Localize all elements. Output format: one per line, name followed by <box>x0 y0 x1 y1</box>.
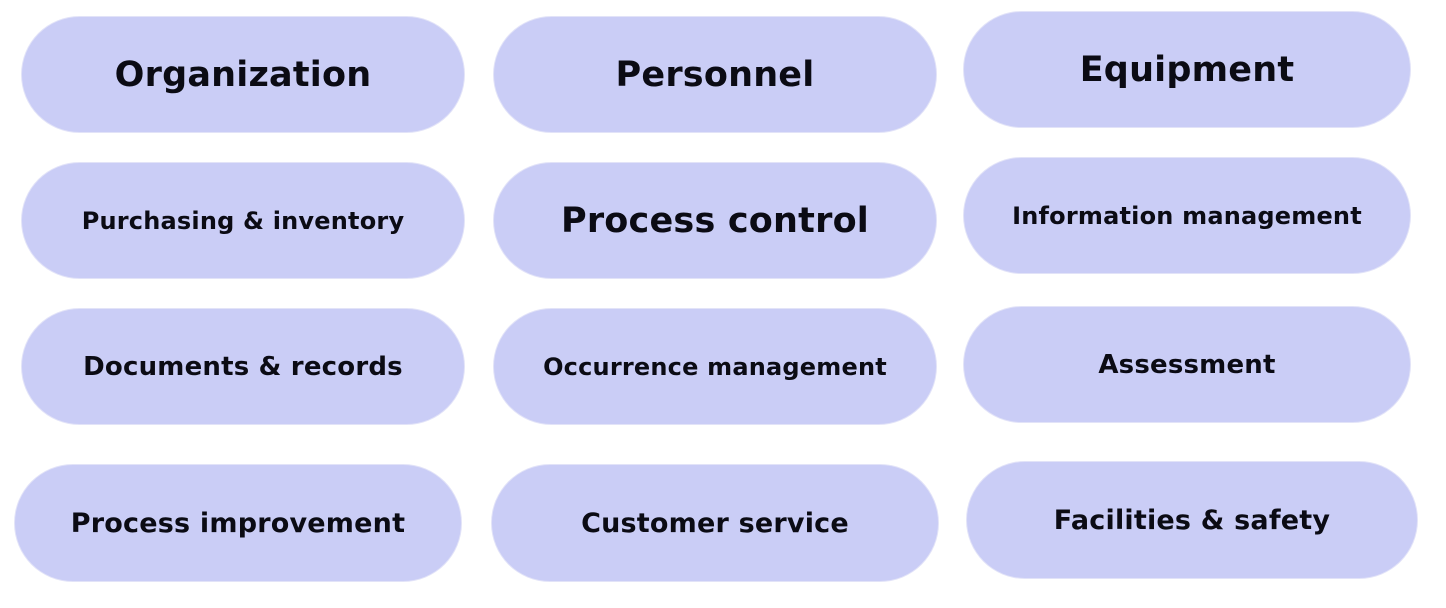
personnel-pill[interactable]: Personnel <box>494 17 936 132</box>
information-management-label: Information management <box>1012 201 1362 230</box>
process-improvement-label: Process improvement <box>70 507 406 539</box>
process-control-pill[interactable]: Process control <box>494 163 936 278</box>
organization-pill[interactable]: Organization <box>22 17 464 132</box>
equipment-label: Equipment <box>1079 49 1295 90</box>
assessment-label: Assessment <box>1098 349 1276 380</box>
occurrence-management-label: Occurrence management <box>543 352 887 381</box>
purchasing-inventory-pill[interactable]: Purchasing & inventory <box>22 163 464 278</box>
facilities-safety-pill[interactable]: Facilities & safety <box>967 462 1417 578</box>
equipment-pill[interactable]: Equipment <box>964 12 1410 127</box>
customer-service-pill[interactable]: Customer service <box>492 465 938 581</box>
occurrence-management-pill[interactable]: Occurrence management <box>494 309 936 424</box>
customer-service-label: Customer service <box>581 507 849 539</box>
assessment-pill[interactable]: Assessment <box>964 307 1410 422</box>
information-management-pill[interactable]: Information management <box>964 158 1410 273</box>
facilities-safety-label: Facilities & safety <box>1053 504 1331 536</box>
documents-records-pill[interactable]: Documents & records <box>22 309 464 424</box>
purchasing-inventory-label: Purchasing & inventory <box>81 206 405 235</box>
documents-records-label: Documents & records <box>83 351 403 382</box>
process-control-label: Process control <box>560 200 870 241</box>
personnel-label: Personnel <box>615 54 815 95</box>
process-improvement-pill[interactable]: Process improvement <box>15 465 461 581</box>
organization-label: Organization <box>114 54 372 95</box>
